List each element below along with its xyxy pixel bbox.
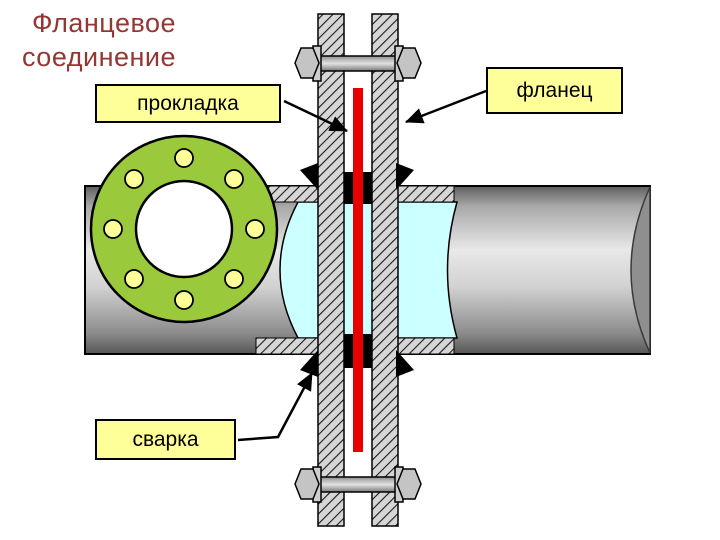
gasket-strip [353,88,363,452]
nut [294,468,320,500]
weld-top-right [396,163,414,190]
bolt-hole [245,219,265,239]
bolt-hole [124,269,144,289]
weld-arrow [237,372,314,442]
page-title: Фланцевое соединение [22,6,176,74]
bolt-hole [174,290,194,310]
bolt-bottom [294,466,422,503]
pipe-wall-section-top-right [396,185,455,203]
bolt-hole [174,148,194,168]
page-title-line1: Фланцевое [32,8,177,38]
pipe-bore-cutaway [279,201,458,339]
flange-disc [89,134,279,324]
flange-arrow [405,89,487,124]
pipe-right-end-shading [630,186,651,354]
nut [294,47,320,79]
flange-disc-bore [134,179,234,279]
bolt-hole [124,169,144,189]
gasket-arrow [283,99,348,133]
bolt-top [294,45,422,82]
page-title-line2: соединение [22,42,177,72]
pipe-wall-section-bottom-left [255,337,321,355]
nut [396,468,422,500]
bolt-hole [224,169,244,189]
flange-label: фланец [486,67,623,114]
nut [396,47,422,79]
weld-bottom-left [300,350,318,377]
weld-top-left [300,163,318,190]
weld-label: сварка [95,419,236,460]
pipe-wall-section-bottom-right [396,337,455,355]
bolt-hole [224,269,244,289]
gasket-label: прокладка [95,84,281,123]
flange-plate-left [317,13,345,527]
bolt-hole [103,219,123,239]
flange-plate-right [371,13,399,527]
weld-bottom-right [396,350,414,377]
